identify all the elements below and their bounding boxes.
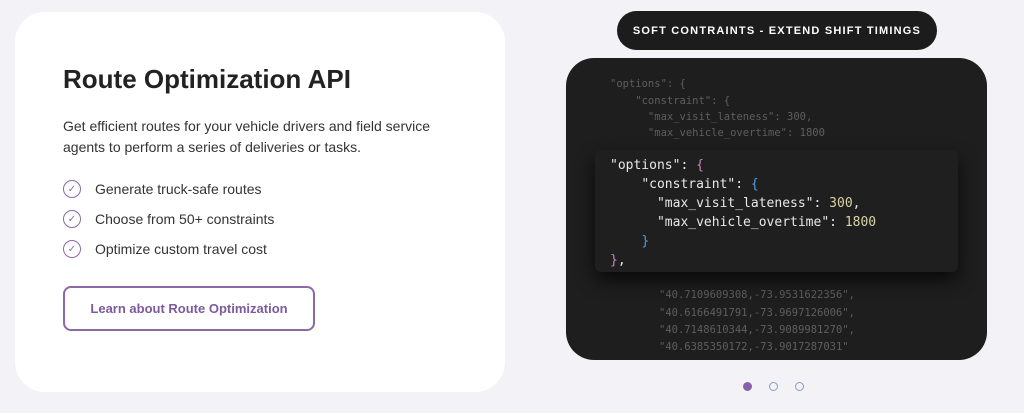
carousel-dot-1[interactable]	[743, 382, 752, 391]
feature-text: Optimize custom travel cost	[95, 241, 267, 257]
slide-label: SOFT CONTRAINTS - EXTEND SHIFT TIMINGS	[617, 11, 937, 50]
coord-line: "40.7148610344,-73.9089981270",	[659, 324, 855, 336]
carousel-dots	[743, 382, 804, 391]
card-title: Route Optimization API	[63, 64, 351, 94]
bg-code-line: "max_vehicle_overtime": 1800	[610, 127, 825, 139]
code-panel: "options": { "constraint": { "max_visit_…	[566, 58, 987, 360]
highlighted-code: "options": { "constraint": { "max_visit_…	[610, 158, 877, 268]
feature-item: ✓ Choose from 50+ constraints	[63, 204, 274, 234]
bg-code-line: "options": {	[610, 78, 686, 90]
check-circle-icon: ✓	[63, 210, 81, 228]
carousel-dot-2[interactable]	[769, 382, 778, 391]
coord-line: "40.6385350172,-73.9017287031"	[659, 341, 849, 353]
bg-code-line: "max_visit_lateness": 300,	[610, 111, 813, 123]
carousel-dot-3[interactable]	[795, 382, 804, 391]
feature-list: ✓ Generate truck-safe routes ✓ Choose from…	[63, 174, 274, 264]
feature-text: Generate truck-safe routes	[95, 181, 262, 197]
coord-line: "40.7109609308,-73.9531622356",	[659, 289, 855, 301]
highlight-box	[595, 150, 958, 272]
coord-line: "40.6166491791,-73.9697126006",	[659, 307, 855, 319]
product-card: Route Optimization API Get efficient rou…	[15, 12, 505, 392]
feature-item: ✓ Generate truck-safe routes	[63, 174, 274, 204]
check-circle-icon: ✓	[63, 240, 81, 258]
feature-item: ✓ Optimize custom travel cost	[63, 234, 274, 264]
feature-text: Choose from 50+ constraints	[95, 211, 275, 227]
bg-code-line: "constraint": {	[610, 95, 731, 107]
check-circle-icon: ✓	[63, 180, 81, 198]
learn-more-button[interactable]: Learn about Route Optimization	[63, 286, 315, 331]
card-description: Get efficient routes for your vehicle dr…	[63, 118, 431, 155]
